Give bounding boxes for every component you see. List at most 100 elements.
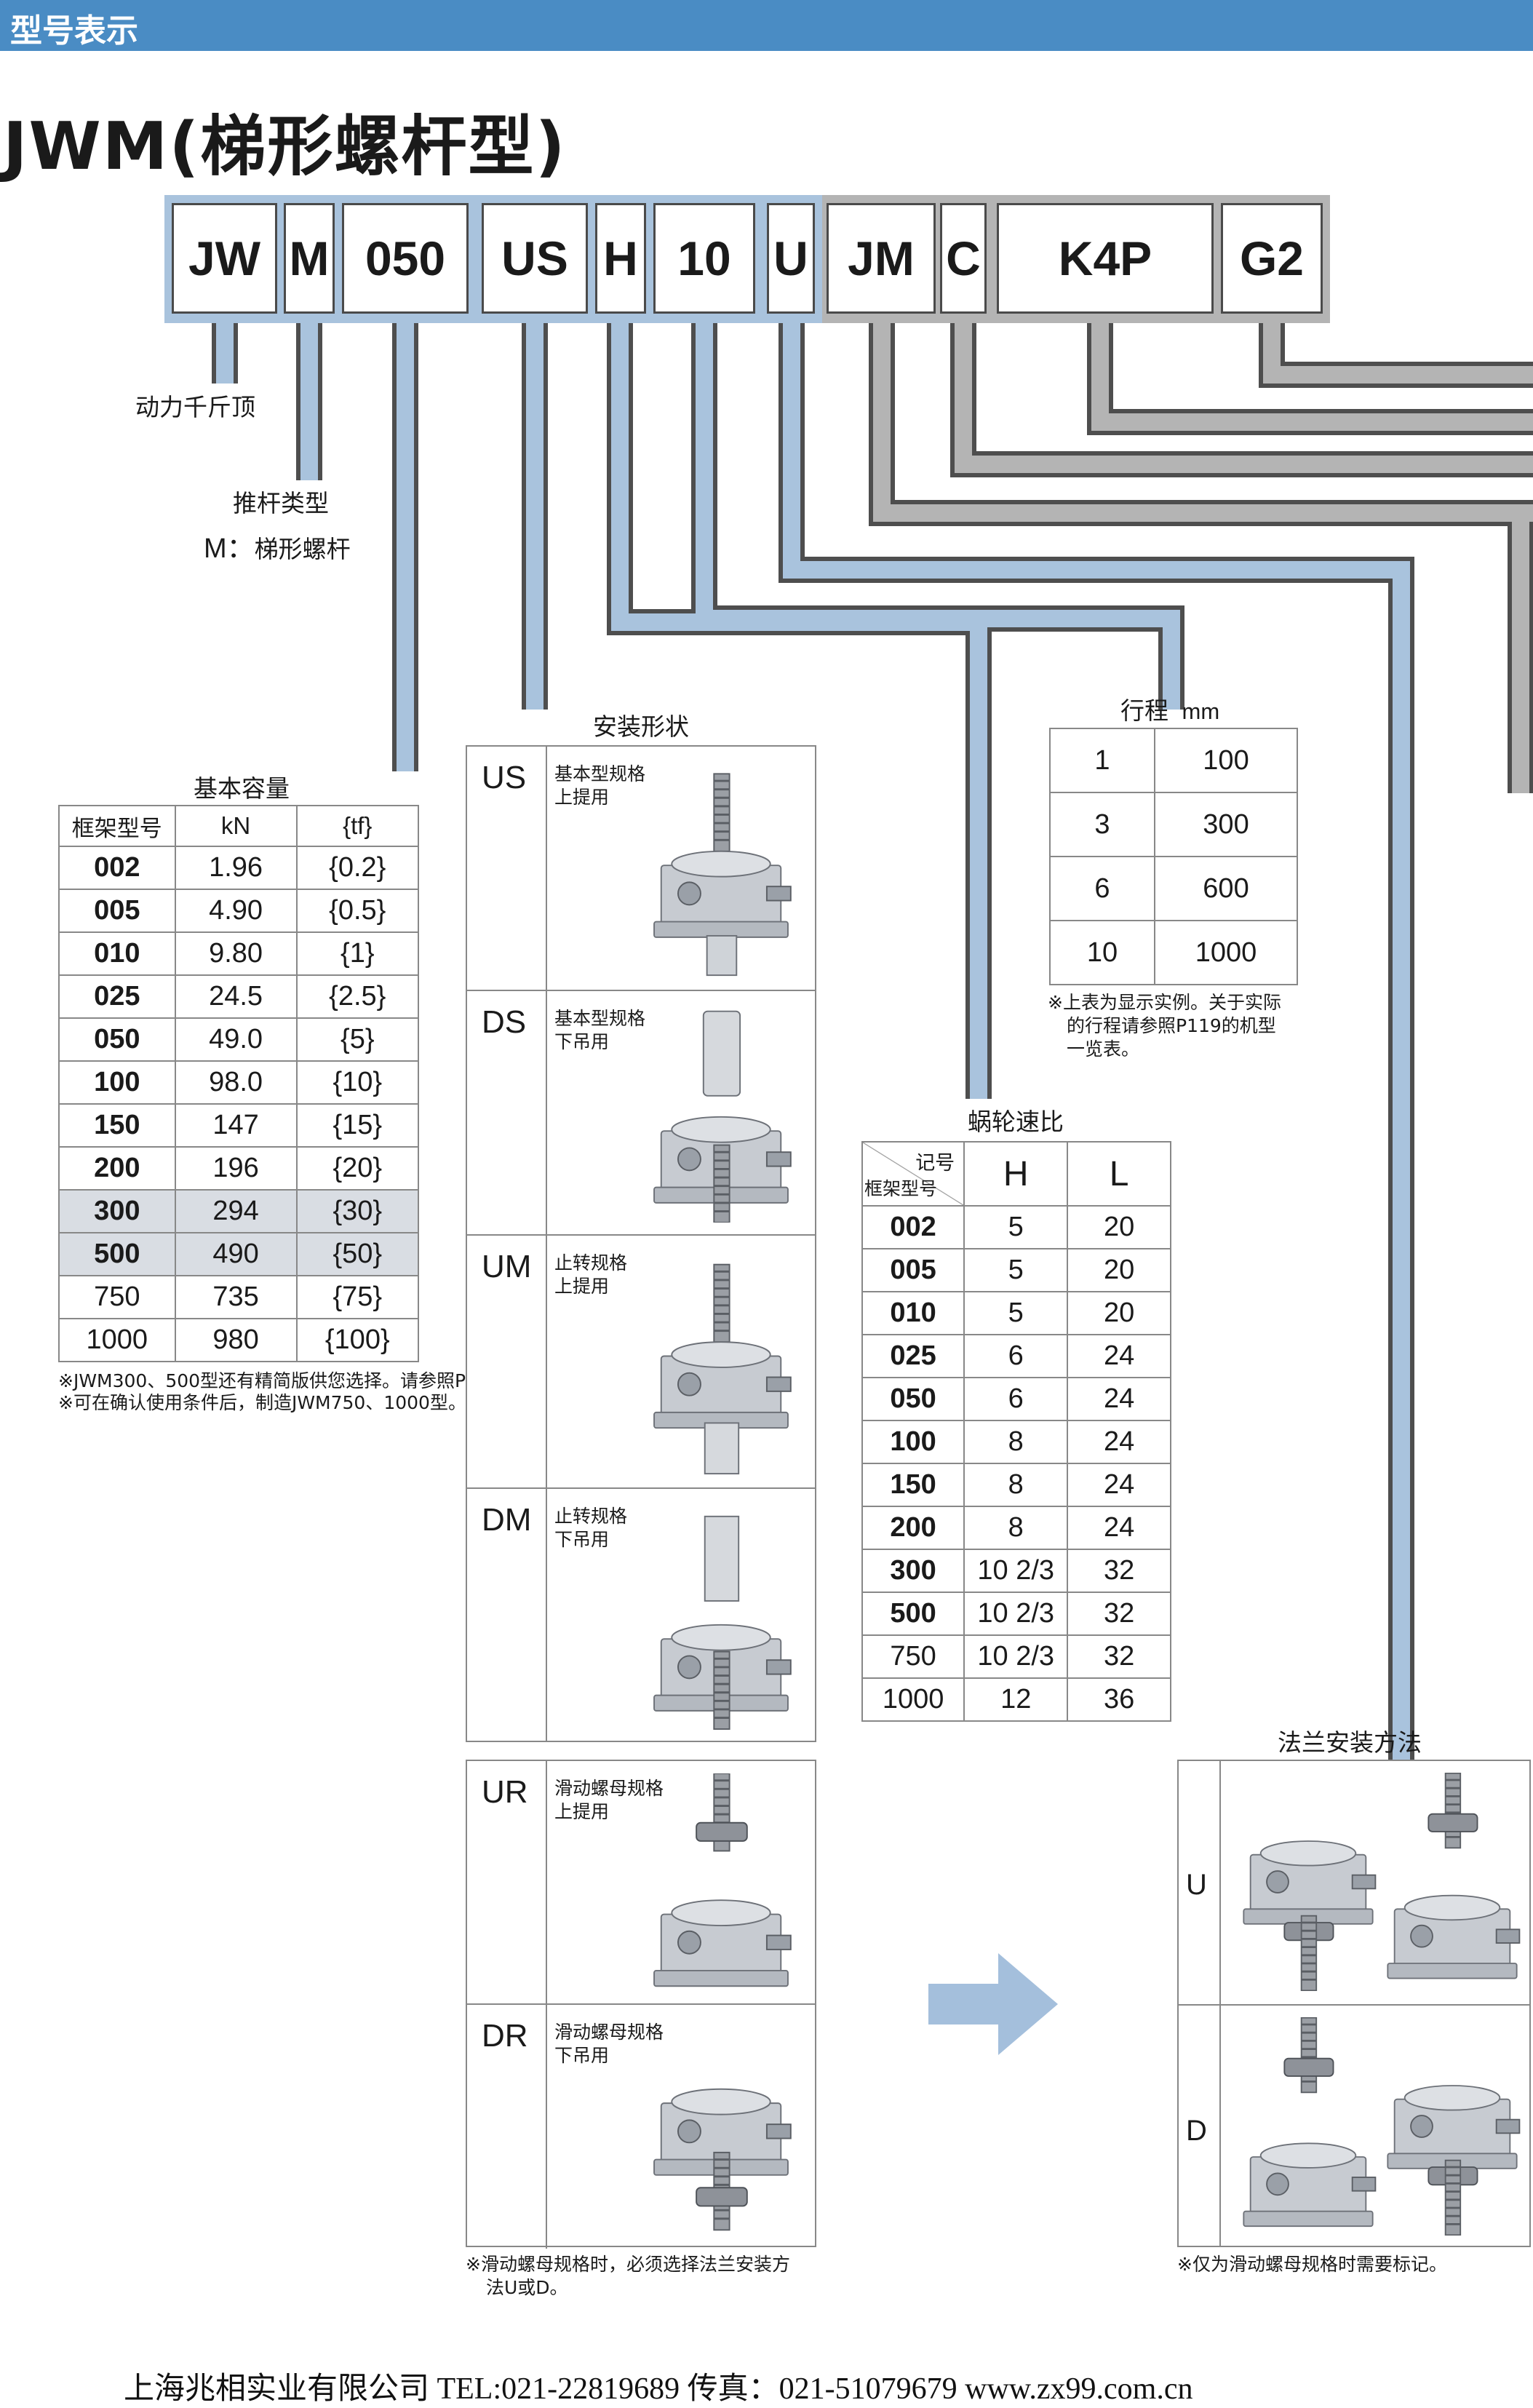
capacity-frame: 002 — [58, 846, 176, 890]
ratio-h: 10 2/3 — [963, 1549, 1069, 1593]
ratio-frame: 1000 — [861, 1677, 965, 1722]
capacity-note-1: ※JWM300、500型还有精简版供您选择。请参照P231。 — [58, 1370, 519, 1391]
jack-figure-ur — [653, 1773, 792, 1987]
ratio-header-row: 记号 框架型号 H L — [861, 1141, 1171, 1207]
capacity-kn: 196 — [174, 1146, 298, 1191]
mount-option-dr: DR 滑动螺母规格 下吊用 — [467, 2005, 815, 2249]
cell-divider — [467, 1489, 547, 1742]
stroke-unit: mm — [1182, 699, 1220, 724]
capacity-tf: {5} — [295, 1017, 420, 1062]
ratio-corner-bottom: 框架型号 — [864, 1179, 938, 1199]
mount-desc-2: 上提用 — [554, 1801, 610, 1822]
mount-code: DS — [482, 1004, 527, 1040]
capacity-header-frame: 框架型号 — [58, 805, 176, 847]
cell-divider — [467, 747, 547, 990]
ratio-l: 20 — [1067, 1205, 1171, 1249]
ratio-h: 5 — [963, 1205, 1069, 1249]
ratio-h: 5 — [963, 1248, 1069, 1292]
label-capacity: 基本容量 — [194, 774, 290, 803]
rod-type-m-key: M： — [204, 533, 255, 564]
code-part-m: M — [284, 203, 335, 314]
rod-type-m-value: 梯形螺杆 — [254, 535, 351, 563]
stroke-note-1: ※上表为显示实例。关于实际 — [1048, 992, 1281, 1013]
capacity-tf: {100} — [295, 1318, 420, 1362]
ratio-l: 24 — [1067, 1334, 1171, 1378]
ratio-l: 32 — [1067, 1634, 1171, 1679]
capacity-kn: 294 — [174, 1189, 298, 1233]
flange-figure-u2 — [1387, 1773, 1521, 1979]
mount-desc-2: 上提用 — [554, 787, 610, 808]
mount-panel-slide-nut: UR 滑动螺母规格 上提用 DR 滑动螺母规格 下吊用 — [466, 1760, 816, 2249]
capacity-tf: {20} — [295, 1146, 420, 1191]
mount-desc-2: 下吊用 — [554, 1529, 610, 1550]
mount-panel-standard: US 基本型规格 上提用 DS 基本型规格 下吊用 UM 止转规格 上提用 DM… — [466, 745, 816, 1742]
jack-figure-dm — [653, 1515, 792, 1730]
mount-code: DR — [482, 2018, 528, 2054]
ratio-frame: 200 — [861, 1506, 965, 1550]
capacity-header-tf: {tf} — [295, 805, 420, 847]
section-banner: 型号表示 — [0, 0, 1533, 51]
ratio-h: 12 — [963, 1677, 1069, 1722]
capacity-frame: 100 — [58, 1060, 176, 1105]
ratio-frame: 025 — [861, 1334, 965, 1378]
ratio-l: 20 — [1067, 1291, 1171, 1335]
ratio-h: 8 — [963, 1420, 1069, 1464]
capacity-kn: 490 — [174, 1232, 298, 1276]
stroke-note-3: 一览表。 — [1067, 1038, 1140, 1060]
capacity-frame: 005 — [58, 889, 176, 933]
mount-desc-1: 滑动螺母规格 — [554, 2022, 664, 2043]
ratio-l: 24 — [1067, 1463, 1171, 1507]
mount-desc-2: 上提用 — [554, 1276, 610, 1297]
code-part-h: H — [595, 203, 646, 314]
mount-code: UR — [482, 1774, 528, 1810]
cell-divider — [467, 2005, 547, 2249]
ratio-frame: 050 — [861, 1377, 965, 1421]
ratio-h: 10 2/3 — [963, 1634, 1069, 1679]
label-rod-type: 推杆类型 — [233, 489, 329, 517]
jack-figure-dr — [653, 2088, 792, 2231]
ratio-l: 24 — [1067, 1377, 1171, 1421]
mount-note-2: 法U或D。 — [486, 2277, 568, 2298]
label-jack: 动力千斤顶 — [135, 393, 255, 421]
ratio-frame: 002 — [861, 1205, 965, 1249]
flange-divider — [1179, 1761, 1221, 2246]
company-footer: 上海兆相实业有限公司 TEL:021-22819689 传真：021-51079… — [124, 2372, 1193, 2406]
ratio-l: 32 — [1067, 1549, 1171, 1593]
flange-figure-d1 — [1243, 2017, 1377, 2228]
ratio-l: 36 — [1067, 1677, 1171, 1722]
stroke-code: 6 — [1049, 856, 1155, 921]
label-stroke: 行程 mm — [1120, 691, 1219, 726]
stroke-note-2: 的行程请参照P119的机型 — [1067, 1015, 1276, 1036]
ratio-corner-cell: 记号 框架型号 — [861, 1141, 965, 1207]
capacity-frame: 300 — [58, 1189, 176, 1233]
capacity-tf: {75} — [295, 1275, 420, 1319]
ratio-frame: 100 — [861, 1420, 965, 1464]
capacity-tf: {50} — [295, 1232, 420, 1276]
code-part-c: C — [940, 203, 987, 314]
capacity-kn: 9.80 — [174, 931, 298, 976]
flange-figure-d2 — [1387, 2085, 1521, 2236]
capacity-tf: {15} — [295, 1103, 420, 1148]
capacity-frame: 010 — [58, 931, 176, 976]
ratio-h: 6 — [963, 1377, 1069, 1421]
code-part-jm: JM — [827, 203, 936, 314]
mount-desc-2: 下吊用 — [554, 2045, 610, 2066]
capacity-tf: {1} — [295, 931, 420, 976]
ratio-h: 6 — [963, 1334, 1069, 1378]
ratio-l: 32 — [1067, 1592, 1171, 1636]
label-mount: 安装形状 — [593, 712, 689, 741]
stroke-mm: 1000 — [1154, 920, 1298, 985]
